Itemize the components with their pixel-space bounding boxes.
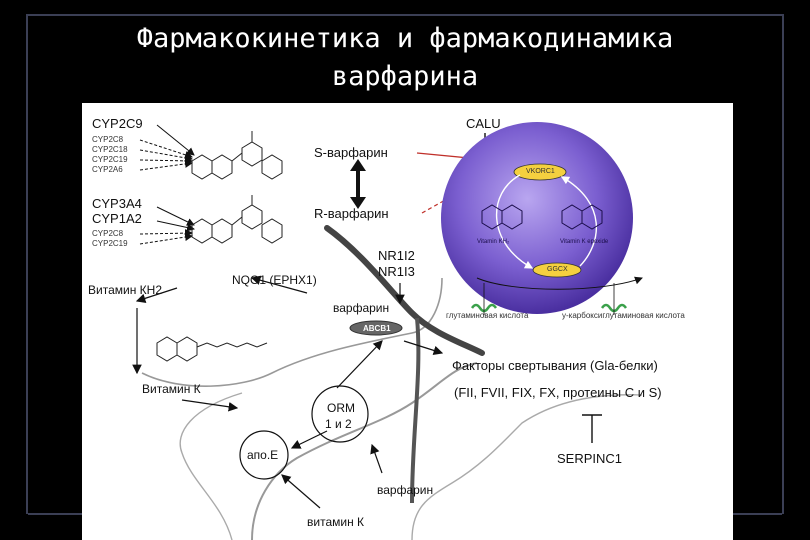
vitamin-k-epoxide-molecule — [561, 204, 603, 230]
transport-arrows — [132, 275, 444, 509]
blood-vessel — [324, 225, 485, 356]
vkorc1-enzyme — [513, 163, 567, 181]
cyp-minor-label-4: CYP2A6 — [92, 165, 123, 174]
frame-right-line — [782, 14, 784, 514]
vitamin-k-cycle-sphere — [441, 122, 633, 314]
r-warfarin-structure — [191, 195, 283, 244]
serpinc1-label: SERPINC1 — [557, 451, 623, 466]
frame-left-line — [26, 14, 28, 514]
cyp-arrows-bottom — [139, 206, 195, 245]
cyp-minor-label-2: CYP2C18 — [92, 145, 128, 154]
s-warfarin-label: S-варфарин — [314, 145, 388, 160]
vitamin-k-epoxide-label: Vitamin K epoxide — [560, 239, 609, 245]
slide-title: Фармакокинетика и фармакодинамика варфар… — [60, 20, 750, 96]
slide-title-line-2: варфарина — [331, 61, 479, 92]
ggcx-label: GGCX — [547, 266, 568, 273]
nqo1-label: NQO1 (EPHX1) — [232, 273, 317, 287]
cell-membrane-lower — [141, 277, 443, 387]
orm-label-line-1: ORM — [327, 401, 355, 415]
serpinc1-inhibition — [582, 414, 602, 443]
cyp1a2-label: CYP1A2 — [92, 211, 142, 226]
cyp3a4-label: CYP3A4 — [92, 196, 142, 211]
slide-title-line-1: Фармакокинетика и фармакодинамика — [136, 23, 674, 54]
warfarin-bottom-label: варфарин — [377, 483, 434, 497]
r-warfarin-label: R-варфарин — [314, 206, 389, 221]
abcb1-label: ABCB1 — [363, 324, 391, 333]
apoe-circle — [239, 430, 289, 480]
cyp-minor-label-3: CYP2C19 — [92, 155, 128, 164]
vitamin-kh2-label: Витамин КН2 — [88, 283, 162, 297]
vitamin-k-molecule — [156, 336, 268, 362]
cyp-arrows-top — [139, 124, 195, 171]
vkorc1-label: VKORC1 — [526, 168, 555, 175]
factor-list-label: (FII, FVII, FIX, FX, протеины C и S) — [454, 385, 662, 400]
cycle-arrow-right — [560, 176, 597, 267]
cell-membrane — [251, 362, 478, 540]
liver-outline-right — [411, 394, 643, 540]
carboxylation-arrow — [476, 276, 643, 290]
warfarin-cell-label: варфарин — [333, 301, 390, 315]
cycle-arrow-left — [496, 174, 534, 269]
frame-top-line — [28, 14, 782, 16]
s-r-conversion-arrow — [350, 159, 366, 209]
pathway-diagram: CYP2C9 CYP2C8 CYP2C18 CYP2C19 CYP2A6 CYP… — [82, 103, 733, 540]
orm-label-line-2: 1 и 2 — [325, 417, 352, 431]
vitamin-kh2-small-label: Vitamin KH₂ — [477, 239, 510, 245]
ggcx-enzyme — [532, 262, 582, 278]
pathway-diagram-canvas — [132, 122, 643, 540]
cyp-minor-label-6: CYP2C19 — [92, 239, 128, 248]
s-warfarin-structure — [191, 131, 283, 180]
abcb1-transporter — [349, 320, 403, 336]
cyp-minor-label-5: CYP2C8 — [92, 229, 124, 238]
cyp2c9-label: CYP2C9 — [92, 116, 143, 131]
clotting-factors-label: Факторы свертывания (Gla-белки) — [452, 358, 658, 373]
orm-circle — [311, 385, 369, 443]
vitamin-k-label: Витамин К — [142, 382, 201, 396]
cyp-minor-label-1: CYP2C8 — [92, 135, 124, 144]
vitamin-k-bottom-label: витамин К — [307, 515, 365, 529]
nr1i3-label: NR1I3 — [378, 264, 415, 279]
gla-label: у-карбоксиглутаминовая кислота — [562, 311, 685, 320]
apoe-label: апо.E — [247, 448, 279, 462]
blood-vessel-branch — [410, 317, 421, 504]
calu-label: CALU — [466, 116, 501, 131]
vitamin-kh2-molecule — [481, 204, 523, 230]
glutamate-label: глутаминовая кислота — [446, 311, 529, 320]
nr1i2-label: NR1I2 — [378, 248, 415, 263]
liver-outline — [179, 392, 243, 540]
